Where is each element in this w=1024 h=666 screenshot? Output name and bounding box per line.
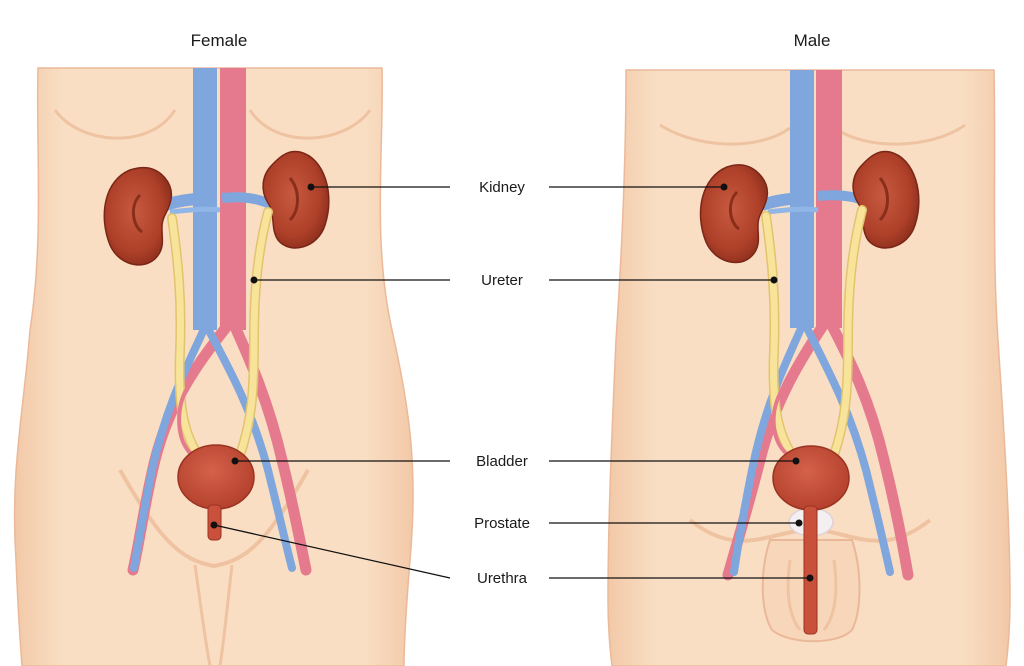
male-chest-fold-left [659, 123, 791, 146]
male-testicular-vessel [771, 388, 790, 457]
male-renal-artery [767, 206, 819, 215]
label-group: Kidney Ureter Bladder Prostate Urethra [210, 179, 814, 587]
female-chest-fold-left [53, 109, 177, 140]
female-renal-vein-left [163, 192, 216, 211]
male-chest-fold-right [834, 123, 966, 146]
female-left-iliac-vein [130, 321, 210, 572]
male-left-iliac-vein [730, 318, 808, 576]
male-left-kidney-detail [729, 190, 741, 231]
male-ureter-dot [770, 276, 778, 284]
male-urethra-dot [806, 574, 814, 582]
male-panel: Male [607, 31, 1011, 666]
female-chest-fold-right [248, 109, 372, 140]
male-urethra [803, 505, 818, 635]
prostate-label: Prostate [474, 515, 530, 532]
female-leg-line [193, 564, 212, 666]
female-bladder [177, 444, 255, 510]
female-urethra-leader [213, 524, 451, 579]
female-right-iliac-artery [226, 314, 312, 576]
male-bladder-dot [792, 457, 800, 465]
female-right-kidney [262, 150, 330, 249]
ureter-label: Ureter [481, 272, 523, 289]
male-left-kidney [699, 164, 769, 264]
female-left-kidney [103, 166, 173, 266]
male-genital-detail-right [822, 559, 838, 631]
female-pelvis-fold [118, 469, 310, 569]
female-leg-line-right [218, 564, 234, 666]
male-renal-vein-left [759, 192, 813, 211]
male-right-kidney-detail [878, 177, 889, 222]
bladder-label: Bladder [476, 453, 528, 470]
male-right-iliac-vein [800, 318, 894, 576]
female-ovarian-vessel [177, 389, 194, 457]
female-panel-title: Female [191, 31, 248, 50]
female-panel: Female [13, 31, 414, 666]
urethra-label: Urethra [477, 570, 528, 587]
female-right-kidney-detail [288, 177, 299, 222]
male-genital-detail-left [786, 559, 802, 631]
male-kidney-dot [720, 183, 728, 191]
male-bladder [772, 445, 850, 511]
female-renal-artery [169, 206, 221, 215]
kidney-label: Kidney [479, 179, 525, 196]
male-prostate-dot [795, 519, 803, 527]
male-right-kidney [852, 150, 920, 249]
female-left-kidney-detail [132, 193, 144, 234]
male-panel-title: Male [794, 31, 831, 50]
